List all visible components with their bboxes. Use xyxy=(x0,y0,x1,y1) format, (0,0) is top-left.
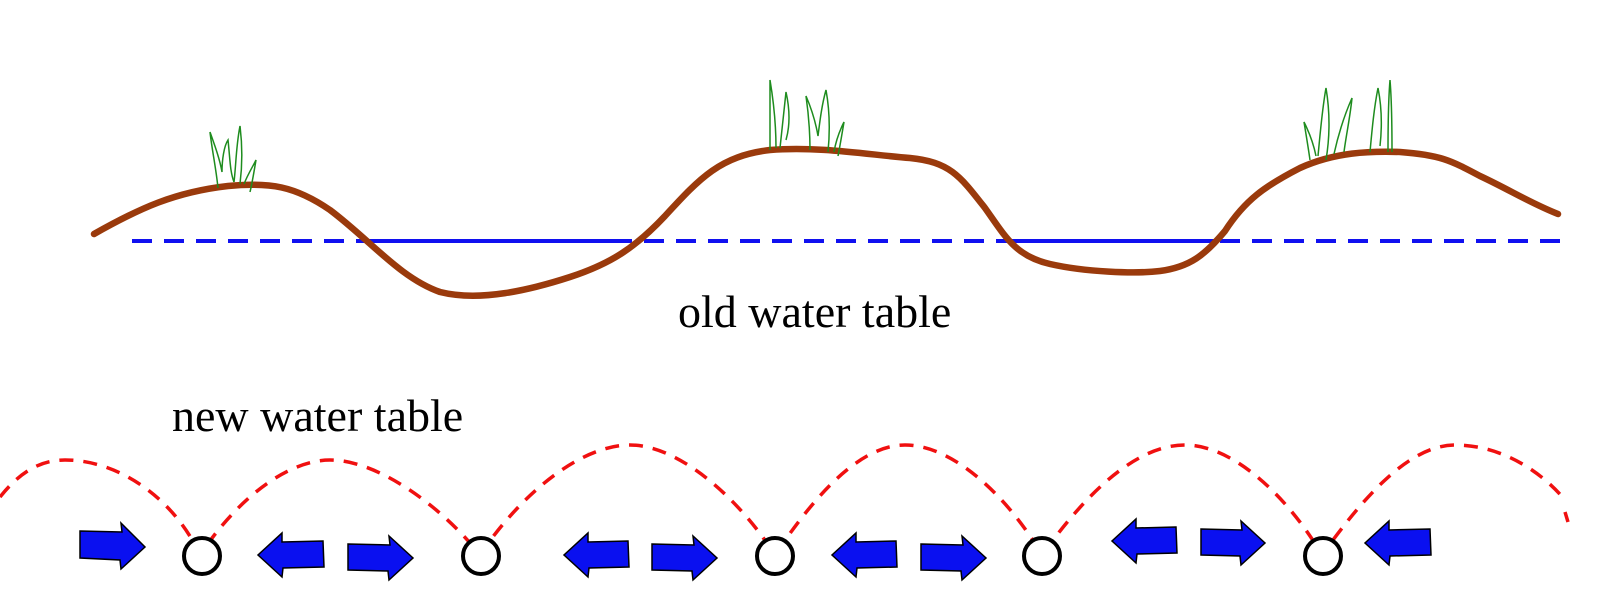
new-water-table-label: new water table xyxy=(172,390,464,441)
flow-arrow-icon xyxy=(1363,519,1432,567)
ground-surface xyxy=(90,145,1562,299)
well-circle-icon xyxy=(755,536,795,576)
flow-arrow-icon xyxy=(830,531,898,579)
old-water-table-label: old water table xyxy=(678,286,952,337)
grass-tuft-icon xyxy=(1303,79,1393,161)
well-circle-icon xyxy=(1022,536,1062,576)
flow-arrows xyxy=(79,517,1432,582)
grass-tuft-icon xyxy=(209,125,257,193)
well-circle-icon xyxy=(182,536,222,576)
flow-arrow-icon xyxy=(1200,519,1267,567)
flow-arrow-icon xyxy=(651,534,719,582)
flow-arrow-icon xyxy=(79,520,147,571)
well-circle-icon xyxy=(461,536,501,576)
flow-arrow-icon xyxy=(920,534,988,582)
flow-arrow-icon xyxy=(256,531,325,579)
flow-arrow-icon xyxy=(562,531,630,579)
well-circle-icon xyxy=(1303,536,1343,576)
flow-arrow-icon xyxy=(1110,517,1178,565)
flow-arrow-icon xyxy=(347,534,415,582)
new-water-table-tail xyxy=(1563,511,1570,523)
grass-tuft-icon xyxy=(769,79,845,157)
